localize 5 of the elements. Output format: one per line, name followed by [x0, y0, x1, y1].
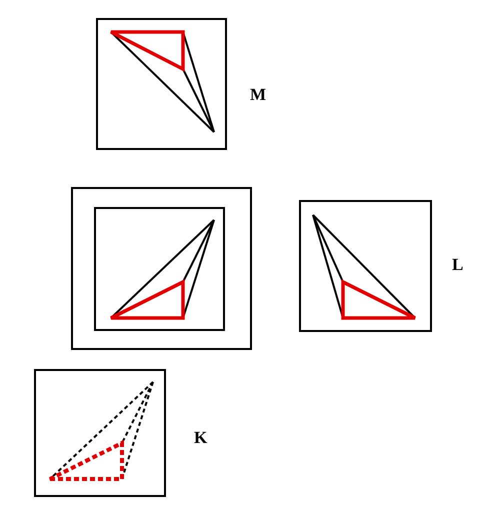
letter-label: M — [250, 86, 266, 103]
square-frame — [71, 187, 252, 350]
letter-label: K — [194, 429, 208, 446]
letter-label: L — [452, 256, 464, 273]
square-frame — [94, 207, 225, 331]
